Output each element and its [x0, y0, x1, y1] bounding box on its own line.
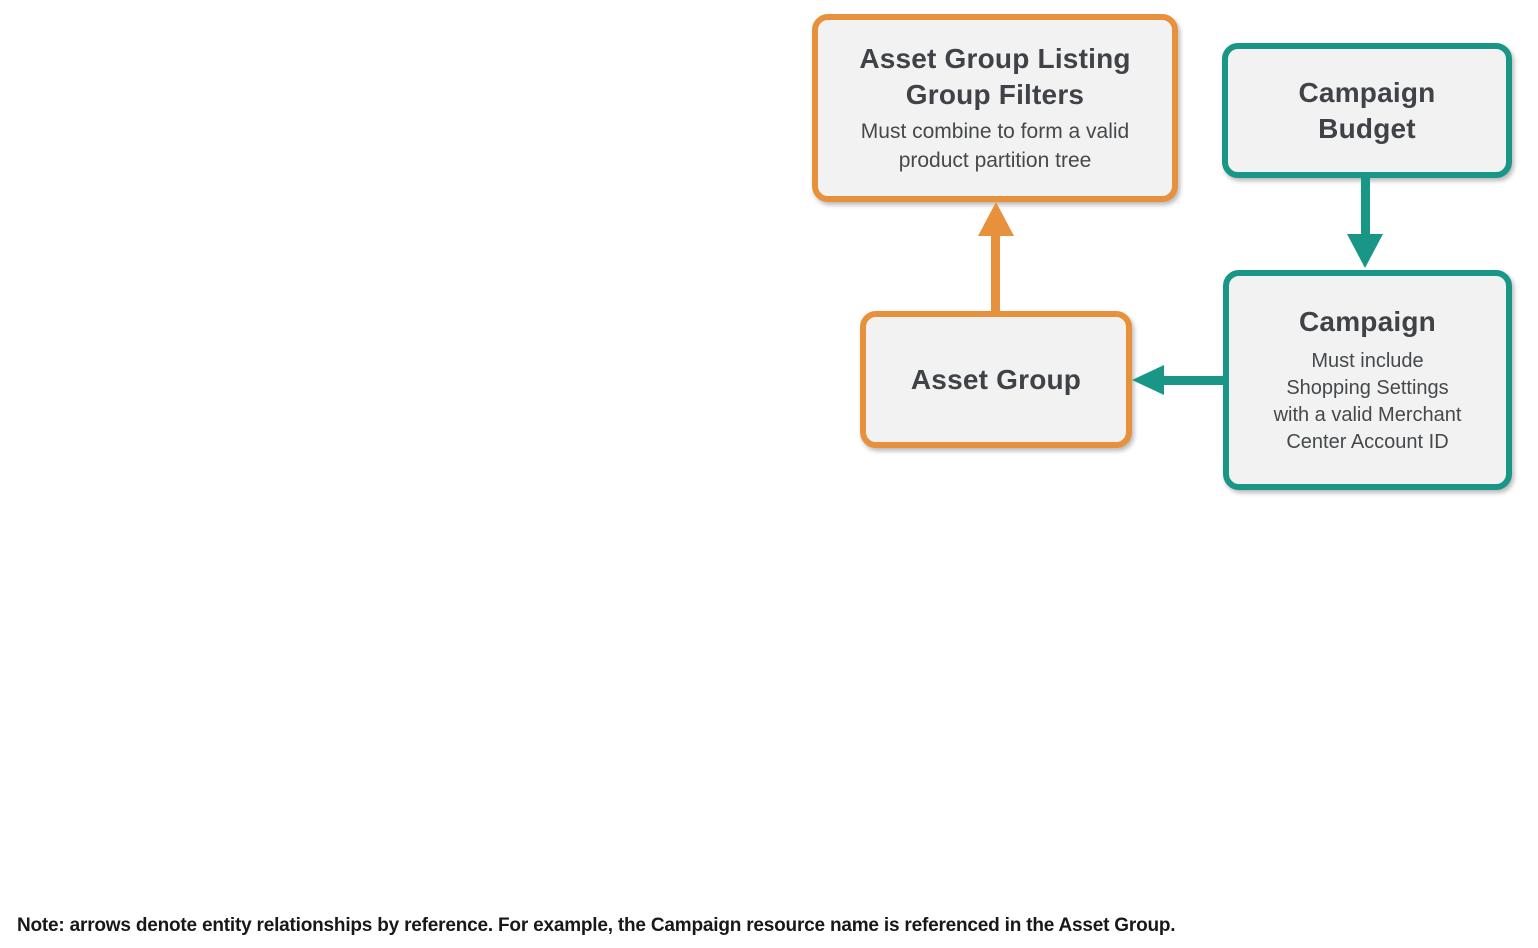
box-title: Campaign Budget [1298, 76, 1436, 144]
arrow-campaign-budget-to-campaign-head [1347, 234, 1383, 268]
box-title: Asset Group [910, 363, 1082, 395]
box-campaign: Campaign Must include Shopping Settings … [1223, 270, 1512, 490]
box-asset-group: Asset Group [860, 311, 1132, 448]
note-text: Note: arrows denote entity relationships… [17, 915, 1176, 936]
arrow-campaign-to-asset-group-shaft [1160, 376, 1223, 385]
arrow-campaign-to-asset-group-head [1132, 365, 1164, 395]
box-subtitle: Must combine to form a valid product par… [860, 120, 1130, 172]
arrow-asset-group-to-listing-filters-shaft [991, 232, 1000, 311]
box-title: Asset Group Listing Group Filters [859, 43, 1131, 110]
arrow-campaign-budget-to-campaign-shaft [1361, 178, 1370, 238]
box-subtitle: Must include Shopping Settings with a va… [1273, 349, 1462, 453]
arrow-asset-group-to-listing-filters-head [978, 202, 1014, 236]
box-asset-group-listing-group-filters: Asset Group Listing Group Filters Must c… [812, 14, 1178, 202]
box-title: Campaign [1299, 306, 1436, 338]
box-campaign-budget: Campaign Budget [1222, 43, 1512, 178]
